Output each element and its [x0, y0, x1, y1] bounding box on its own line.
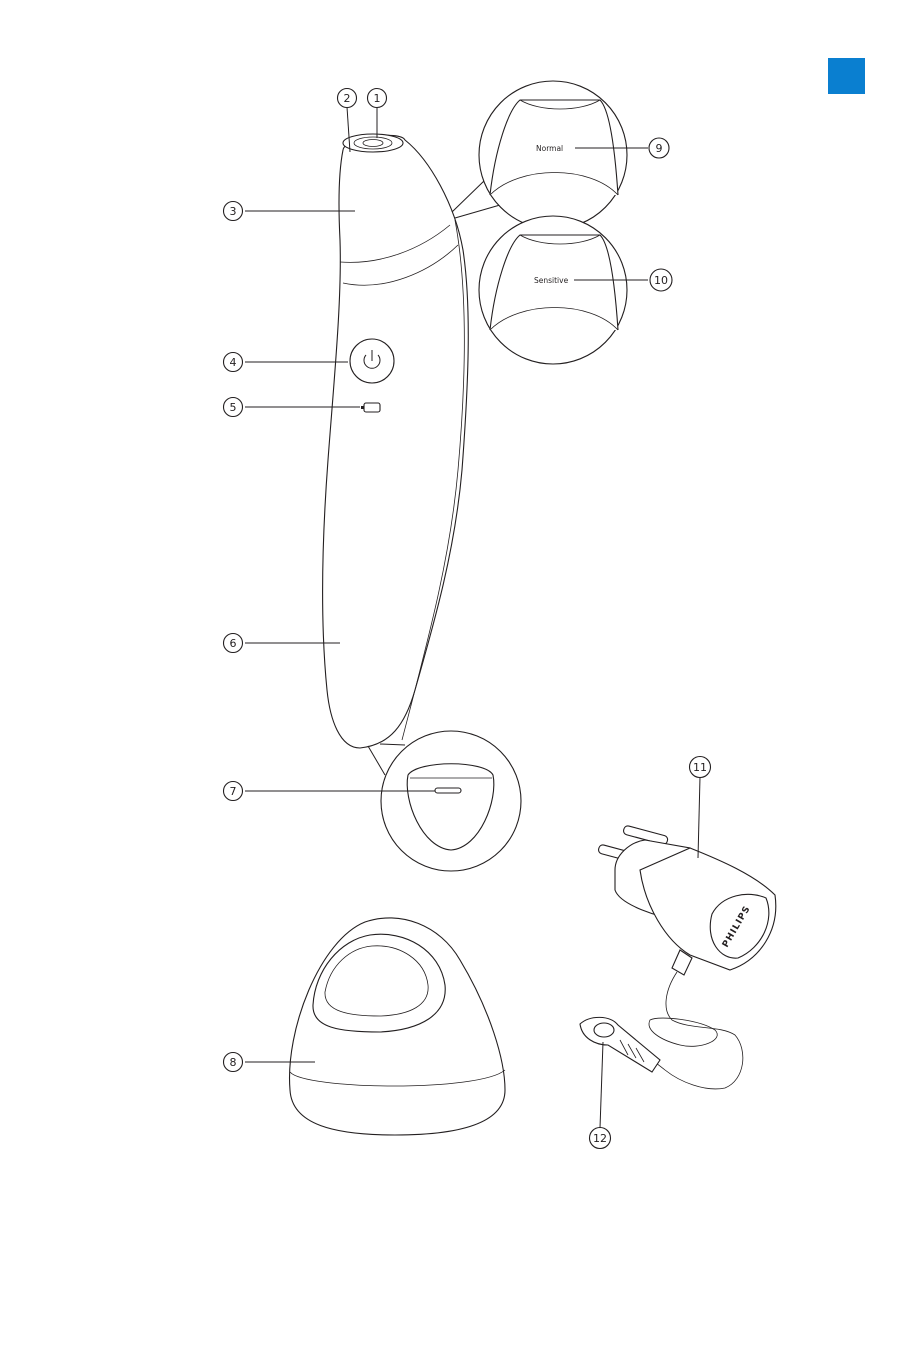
callout-12: 12	[590, 1128, 611, 1149]
svg-text:10: 10	[654, 274, 668, 287]
callout-2: 2	[338, 89, 357, 108]
inset-charging-socket	[368, 731, 521, 871]
svg-text:2: 2	[344, 92, 351, 105]
callout-9: 9	[649, 138, 669, 158]
power-adapter: PHILIPS	[580, 825, 776, 1089]
svg-text:11: 11	[693, 761, 707, 774]
charging-stand	[290, 918, 505, 1135]
callout-10: 10	[650, 269, 672, 291]
svg-text:5: 5	[230, 401, 237, 414]
svg-text:3: 3	[230, 205, 237, 218]
callout-8: 8	[224, 1053, 243, 1072]
svg-text:4: 4	[230, 356, 237, 369]
callout-1: 1	[368, 89, 387, 108]
inset-normal-cap: Normal	[452, 81, 627, 229]
svg-text:9: 9	[656, 142, 663, 155]
leader-lines	[245, 107, 700, 1128]
label-sensitive: Sensitive	[534, 276, 569, 285]
shaver-body	[323, 134, 469, 748]
inset-sensitive-cap: Sensitive	[479, 216, 627, 364]
svg-text:8: 8	[230, 1056, 237, 1069]
battery-icon	[361, 403, 380, 412]
callout-11: 11	[690, 757, 711, 778]
svg-text:12: 12	[593, 1132, 607, 1145]
svg-text:7: 7	[230, 785, 237, 798]
callout-5: 5	[224, 398, 243, 417]
callout-3: 3	[224, 202, 243, 221]
label-normal: Normal	[536, 144, 563, 153]
svg-text:6: 6	[230, 637, 237, 650]
callout-6: 6	[224, 634, 243, 653]
callout-7: 7	[224, 782, 243, 801]
callout-4: 4	[224, 353, 243, 372]
svg-text:1: 1	[374, 92, 381, 105]
